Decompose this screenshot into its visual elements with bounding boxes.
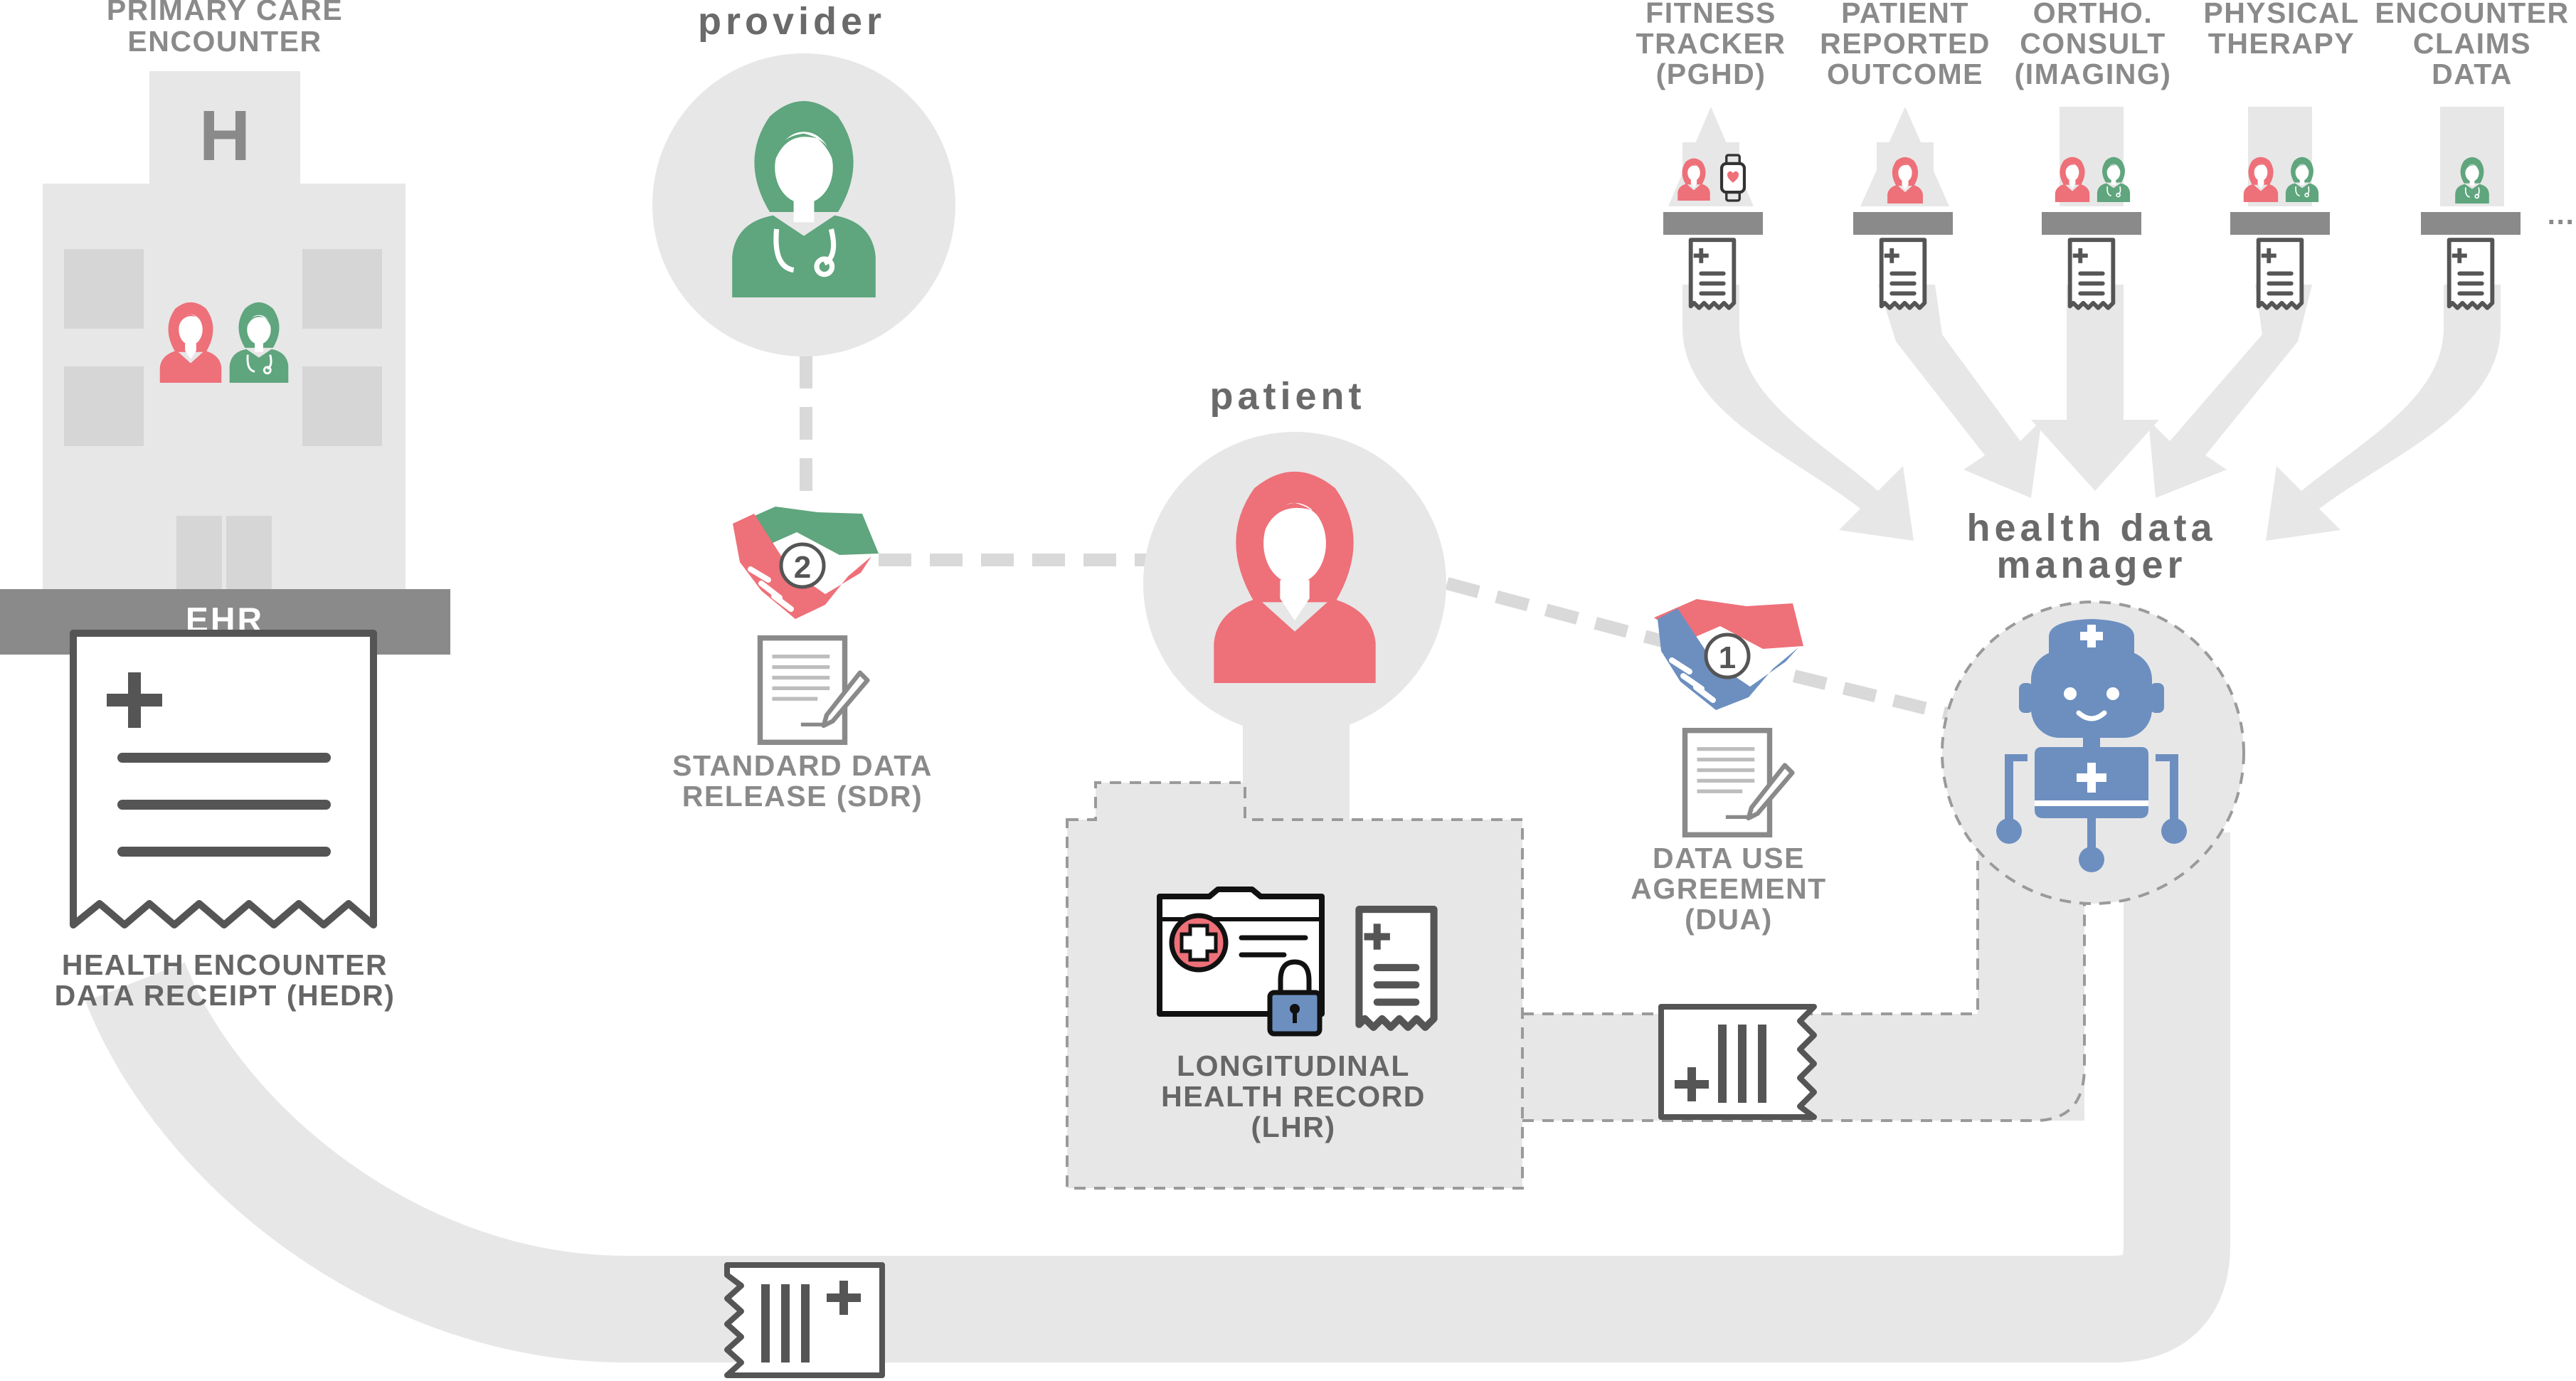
hedr-label-line2: DATA RECEIPT (HEDR) (55, 979, 396, 1012)
source-1-line2: TRACKER (1636, 27, 1786, 60)
data-sources: FITNESS TRACKER (PGHD) PATIENT REPORTED … (1636, 0, 2575, 308)
source-ortho-consult: ORTHO. CONSULT (IMAGING) (2015, 0, 2172, 308)
source-4-line1: PHYSICAL (2203, 0, 2359, 29)
lhr-label-line3: (LHR) (1251, 1111, 1335, 1143)
source-3-line3: (IMAGING) (2015, 58, 2172, 90)
lhr-receipt-icon (1359, 909, 1433, 1027)
hedr-receipt (70, 630, 377, 928)
dua-label-line3: (DUA) (1685, 903, 1773, 936)
dua-badge: 1 (1719, 640, 1736, 675)
manager-title-line1: health data (1966, 507, 2216, 549)
sdr-badge: 2 (794, 550, 811, 585)
dua-document-icon (1685, 731, 1793, 835)
lhr-dashed-outline (1066, 781, 2086, 1190)
dua-label-line1: DATA USE (1653, 842, 1805, 874)
hedr-label-line1: HEALTH ENCOUNTER (62, 948, 388, 981)
dua-label-line2: AGREEMENT (1631, 872, 1826, 905)
source-claims-receipt-icon (2449, 240, 2493, 308)
sdr-handshake-icon: 2 (733, 507, 879, 619)
patient-title: patient (1209, 375, 1365, 418)
source-4-line2: THERAPY (2208, 27, 2355, 60)
source-5-line2: CLAIMS (2413, 27, 2531, 60)
sdr-label-line2: RELEASE (SDR) (682, 780, 923, 813)
source-ortho-receipt-icon (2070, 240, 2114, 308)
lhr-label-line2: HEALTH RECORD (1161, 1080, 1426, 1113)
source-1-line1: FITNESS (1645, 0, 1776, 29)
flow-bands (85, 697, 2230, 1363)
sdr-document-icon (760, 638, 868, 743)
agreement-lines (800, 356, 1955, 721)
source-2-line3: OUTCOME (1827, 58, 1983, 90)
source-1-line3: (PGHD) (1656, 58, 1766, 90)
source-2-line2: REPORTED (1820, 27, 1991, 60)
source-pt-receipt-icon (2259, 240, 2302, 308)
hospital-building: H EHR (0, 71, 450, 655)
hospital-title-line2: ENCOUNTER (127, 25, 322, 58)
source-arrows (1682, 285, 2501, 541)
manager-title-line2: manager (1996, 544, 2186, 586)
lhr-folder-icon (1157, 887, 1325, 1037)
more-sources-indicator: ... (2548, 198, 2575, 231)
source-physical-therapy: PHYSICAL THERAPY (2203, 0, 2359, 308)
source-5-line1: ENCOUNTER (2375, 0, 2569, 29)
source-5-line3: DATA (2432, 58, 2513, 90)
source-2-line1: PATIENT (1841, 0, 1969, 29)
source-3-line2: CONSULT (2020, 27, 2166, 60)
hospital-sign: H (199, 96, 250, 176)
hospital-title-line1: PRIMARY CARE (107, 0, 343, 26)
provider-title: provider (698, 0, 886, 43)
source-patient-reported-outcome: PATIENT REPORTED OUTCOME (1820, 0, 1991, 308)
dua-handshake-icon: 1 (1654, 599, 1803, 710)
source-encounter-claims: ENCOUNTER CLAIMS DATA (2375, 0, 2569, 308)
sdr-label-line1: STANDARD DATA (672, 749, 933, 782)
robot-icon (1996, 619, 2187, 872)
source-pro-receipt-icon (1882, 240, 1925, 308)
source-fitness-receipt-icon (1691, 240, 1734, 308)
bottom-flow-receipt-icon (724, 1262, 885, 1378)
source-3-line1: ORTHO. (2033, 0, 2153, 29)
source-fitness-tracker: FITNESS TRACKER (PGHD) (1636, 0, 1786, 308)
lhr-label-line1: LONGITUDINAL (1177, 1049, 1410, 1082)
lhr-manager-receipt-icon (1658, 1004, 1817, 1120)
